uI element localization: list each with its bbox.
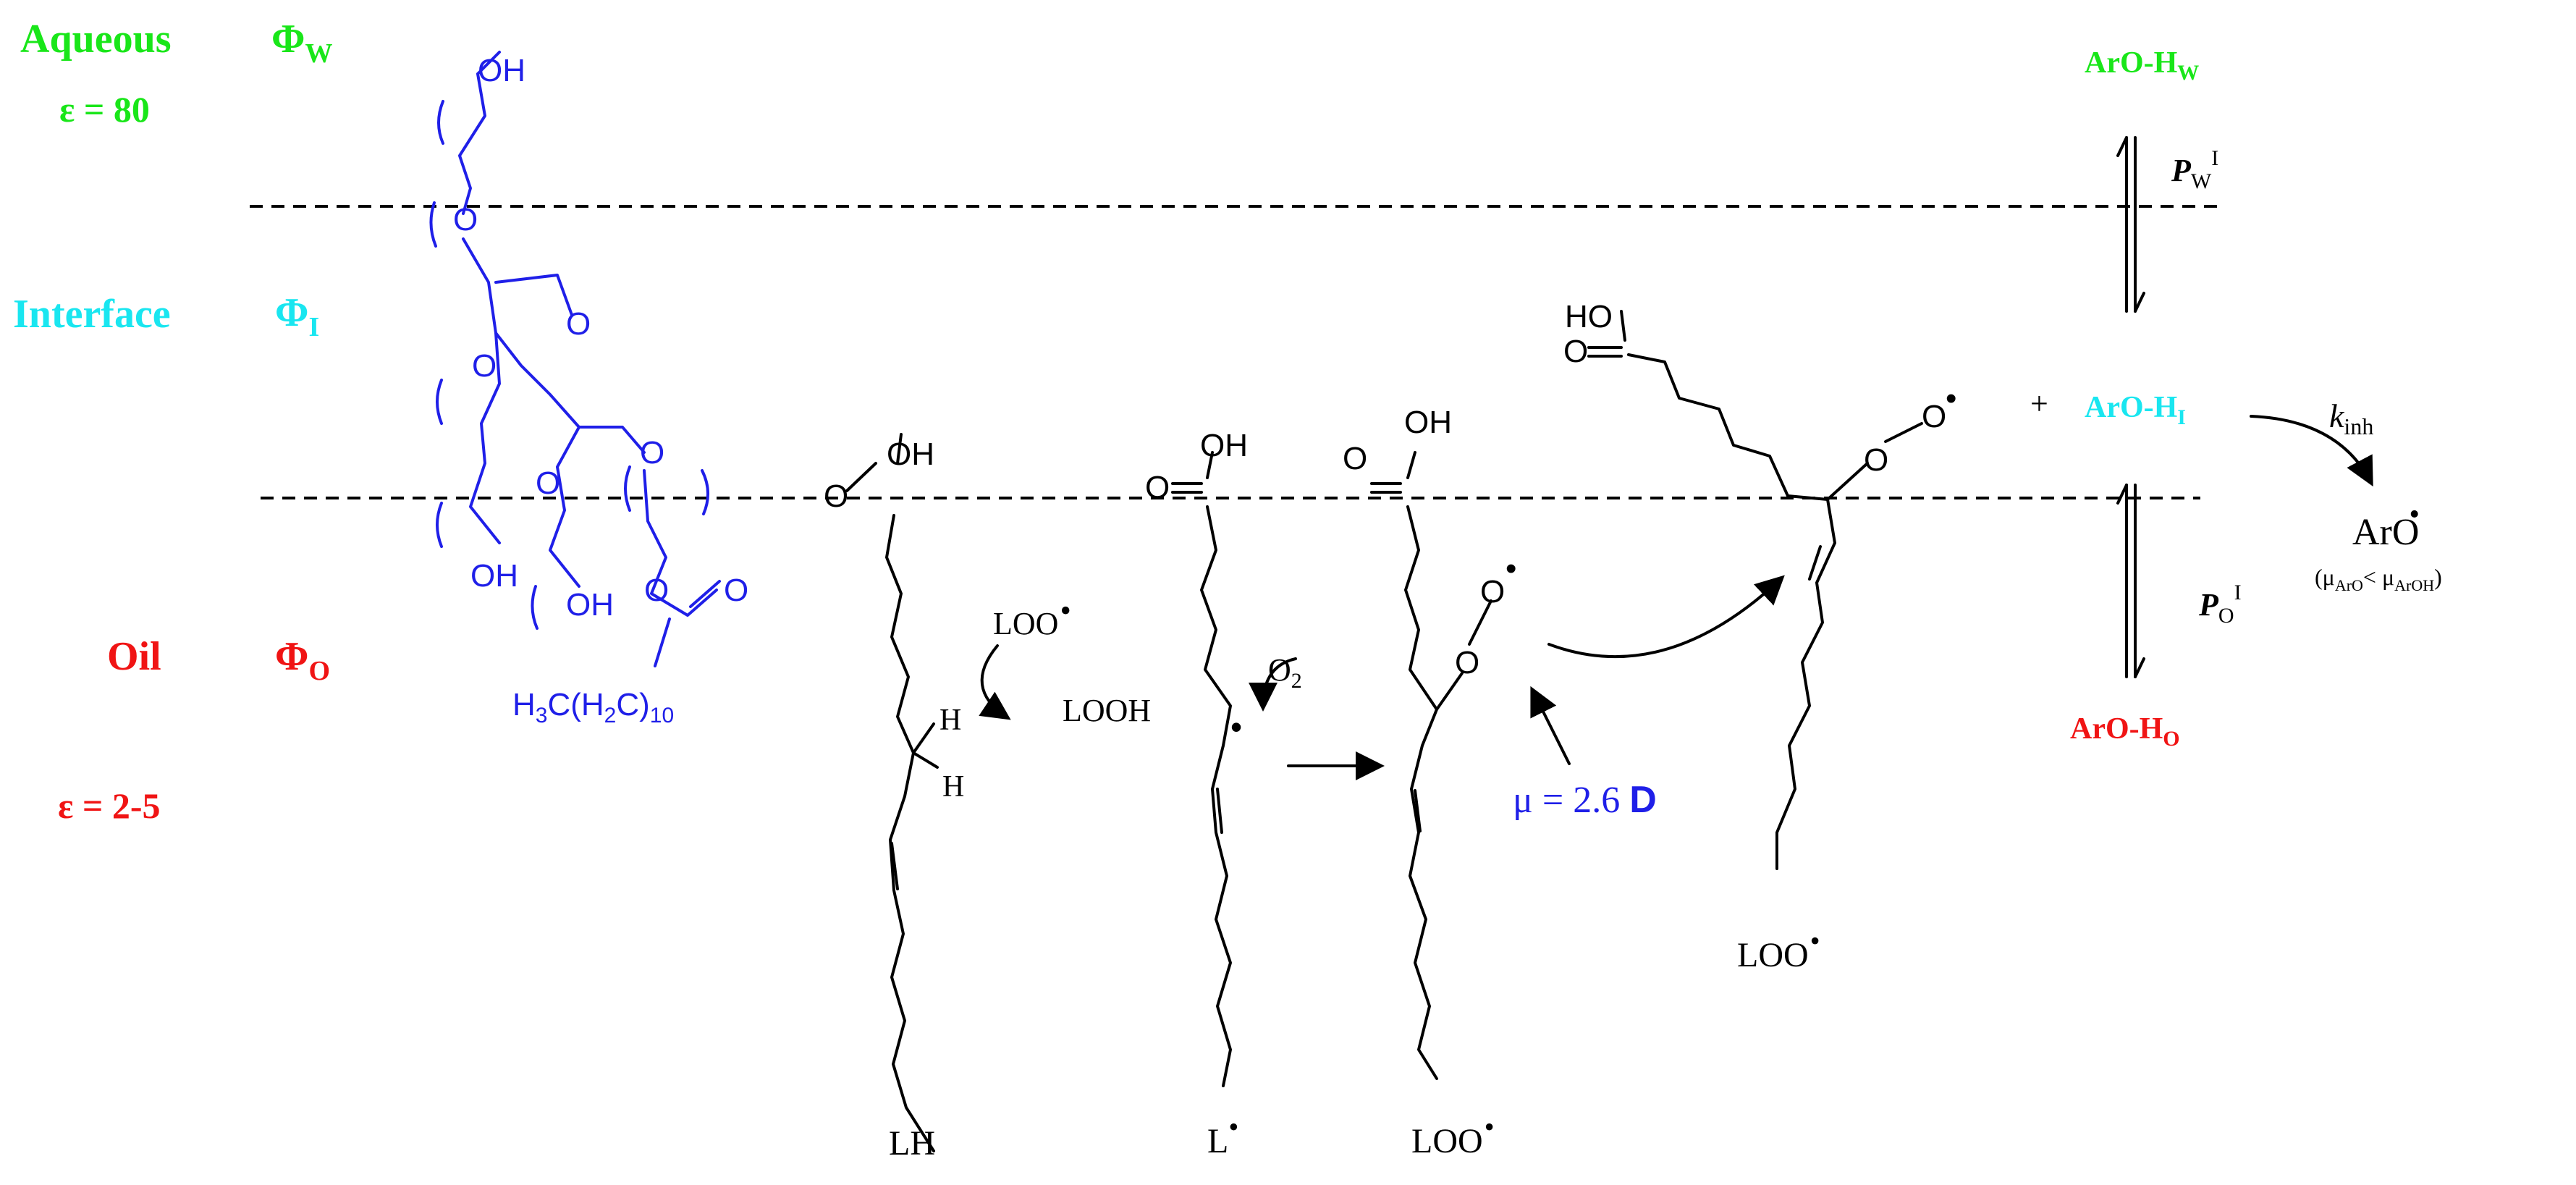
lipid-l-radical: O OH • O2 L• <box>1145 428 1302 1160</box>
dipole-moment: μ = 2.6 D <box>1513 779 1657 821</box>
surfactant-o-1: O <box>453 202 478 237</box>
l-radical-label: L• <box>1207 1110 1238 1160</box>
surfactant-tail-formula: H3C(H2C)10 <box>512 687 674 728</box>
surfactant-oh-top: OH <box>478 53 525 88</box>
loo-oriented-o1: O <box>1864 442 1888 478</box>
l-radical-oh: OH <box>1200 428 1248 463</box>
reorientation-arrow <box>1547 575 1785 659</box>
loo-oriented-o2: O <box>1922 399 1946 434</box>
interface-label: Interface <box>13 292 171 337</box>
oxygen-molecule: O2 <box>1268 652 1302 693</box>
aroxyl-radical: ArO• <box>2352 498 2420 553</box>
loo-oriented-ho: HO <box>1565 299 1613 334</box>
surfactant-o-2: O <box>472 348 497 384</box>
loo-radical-o: O <box>1343 441 1367 476</box>
loo-peroxyl-o2: O <box>1480 574 1505 610</box>
loo-radical-label: LOO• <box>1411 1110 1495 1160</box>
l-radical-dot: • <box>1230 708 1242 746</box>
aqueous-epsilon: ε = 80 <box>59 89 150 130</box>
loo-peroxyl-o1: O <box>1455 645 1479 680</box>
lipid-lh: O OH H H LH <box>824 433 964 1163</box>
surfactant-o-ring: O <box>566 306 591 342</box>
surfactant-carbonyl-o: O <box>724 573 748 608</box>
aroh-oil: ArO-HO <box>2070 712 2180 751</box>
lh-h-bottom: H <box>942 770 964 804</box>
aqueous-phi-symbol: ΦW <box>271 17 332 69</box>
surfactant-o-4: O <box>536 465 560 501</box>
partition-coefficient-w-i: PWI <box>2171 146 2218 193</box>
plus-sign: + <box>2030 386 2048 421</box>
antioxidant-partitioning: ArO-HW PWI + ArO-HI POI ArO-HO kinh ArO•… <box>2030 46 2442 751</box>
dipole-annotation: μ = 2.6 D <box>1513 686 1657 821</box>
interface-phi-symbol: ΦI <box>275 290 319 342</box>
looh-product: LOOH <box>1063 693 1151 728</box>
loo-oriented-o: O <box>1563 334 1588 369</box>
lipid-loo-radical: O OH O O • LOO• <box>1343 405 1516 1160</box>
l-radical-o: O <box>1145 470 1170 505</box>
h-abstraction-step: LOO• LOOH <box>979 593 1151 728</box>
loo-radical-reactant: LOO• <box>993 593 1071 641</box>
partition-coefficient-o-i: POI <box>2198 581 2242 628</box>
rate-constant-kinh: kinh <box>2329 397 2373 439</box>
aroh-aqueous: ArO-HW <box>2085 46 2199 85</box>
surfactant-oh-1: OH <box>470 558 518 594</box>
loo-radical-oh: OH <box>1404 405 1452 440</box>
aroh-interface: ArO-HI <box>2085 391 2186 429</box>
oil-phase-label: Oil ΦO ε = 2-5 <box>58 634 330 826</box>
interface-phase-label: Interface ΦI <box>13 290 319 342</box>
lh-h-top: H <box>939 704 961 737</box>
lipid-loo-oriented: O HO O O • LOO• <box>1563 299 1956 974</box>
dipole-comparison: (μArO< μArOH) <box>2315 564 2442 594</box>
surfactant-structure: OH O O O O O O O OH OH H3C(H2C)10 <box>429 51 748 728</box>
loo-peroxyl-dot: • <box>1506 551 1516 586</box>
surfactant-o-3: O <box>640 435 664 471</box>
oil-phi-symbol: ΦO <box>275 634 330 686</box>
aqueous-phase-label: Aqueous ΦW ε = 80 <box>20 17 332 130</box>
oil-epsilon: ε = 2-5 <box>58 785 161 826</box>
loo-oriented-dot: • <box>1946 381 1956 416</box>
oil-label: Oil <box>107 634 161 679</box>
loo-oriented-label: LOO• <box>1737 924 1820 974</box>
surfactant-o-5: O <box>644 573 669 608</box>
aqueous-label: Aqueous <box>20 17 172 62</box>
lh-label: LH <box>889 1124 935 1163</box>
surfactant-oh-2: OH <box>566 587 614 623</box>
lh-o: O <box>824 478 848 514</box>
lh-oh: OH <box>887 437 934 472</box>
